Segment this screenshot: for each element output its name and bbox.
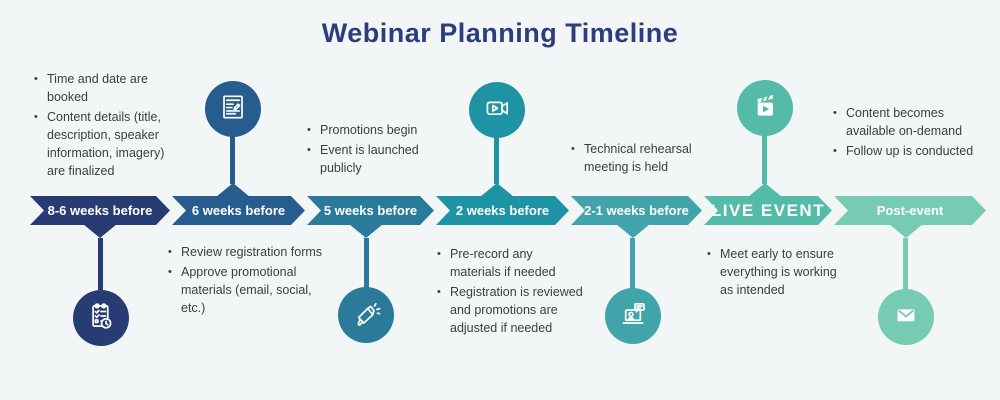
clapperboard-icon bbox=[747, 88, 783, 129]
note-item: Follow up is conducted bbox=[832, 142, 994, 160]
milestone-icon-circle bbox=[469, 82, 525, 138]
note-item: Event is launched publicly bbox=[306, 141, 448, 177]
connector-triangle bbox=[349, 224, 383, 238]
connector-triangle bbox=[83, 224, 117, 238]
megaphone-icon bbox=[348, 295, 384, 336]
segment-2-weeks-before: 2 weeks before bbox=[436, 196, 569, 225]
connector-stem bbox=[494, 136, 499, 184]
connector-triangle bbox=[889, 224, 923, 238]
page-title: Webinar Planning Timeline bbox=[321, 18, 679, 48]
envelope-icon bbox=[888, 297, 924, 338]
connector-stem bbox=[230, 135, 235, 184]
notes-post-event: Content becomes available on-demand Foll… bbox=[832, 104, 994, 162]
laptop-webinar-icon bbox=[615, 296, 651, 337]
note-item: Registration is reviewed and promotions … bbox=[436, 283, 586, 337]
milestone-icon-circle bbox=[205, 81, 261, 137]
video-camera-icon bbox=[479, 90, 515, 131]
connector-stem bbox=[364, 238, 369, 288]
segment-5-weeks-before: 5 weeks before bbox=[307, 196, 434, 225]
segment-6-weeks-before: 6 weeks before bbox=[172, 196, 305, 225]
connector-stem bbox=[903, 238, 908, 290]
notes-8-6-weeks-before: Time and date are booked Content details… bbox=[33, 70, 185, 182]
note-item: Content becomes available on-demand bbox=[832, 104, 994, 140]
registration-form-icon bbox=[215, 89, 251, 130]
notes-5-weeks-before: Promotions begin Event is launched publi… bbox=[306, 121, 448, 179]
connector-triangle bbox=[616, 224, 650, 238]
segment-2-1-weeks-before: 2-1 weeks before bbox=[571, 196, 702, 225]
note-item: Content details (title, description, spe… bbox=[33, 108, 185, 180]
milestone-icon-circle bbox=[73, 290, 129, 346]
milestone-icon-circle bbox=[338, 287, 394, 343]
segment-live-event: LIVE EVENT bbox=[704, 196, 832, 225]
milestone-icon-circle bbox=[737, 80, 793, 136]
note-item: Review registration forms bbox=[167, 243, 325, 261]
connector-stem bbox=[98, 238, 103, 290]
connector-stem bbox=[630, 238, 635, 289]
connector-stem bbox=[762, 134, 767, 184]
milestone-icon-circle bbox=[878, 289, 934, 345]
note-item: Approve promotional materials (email, so… bbox=[167, 263, 325, 317]
checklist-clock-icon bbox=[83, 298, 119, 339]
notes-6-weeks-before: Review registration forms Approve promot… bbox=[167, 243, 325, 319]
connector-triangle bbox=[480, 183, 514, 197]
segment-8-6-weeks-before: 8-6 weeks before bbox=[30, 196, 170, 225]
note-item: Time and date are booked bbox=[33, 70, 185, 106]
note-item: Technical rehearsal meeting is held bbox=[570, 140, 722, 176]
note-item: Meet early to ensure everything is worki… bbox=[706, 245, 846, 299]
connector-triangle bbox=[748, 183, 782, 197]
notes-2-1-weeks-before: Technical rehearsal meeting is held bbox=[570, 140, 722, 178]
notes-2-weeks-before: Pre-record any materials if needed Regis… bbox=[436, 245, 586, 339]
notes-live-event: Meet early to ensure everything is worki… bbox=[706, 245, 846, 301]
connector-triangle bbox=[216, 183, 250, 197]
note-item: Promotions begin bbox=[306, 121, 448, 139]
segment-post-event: Post-event bbox=[834, 196, 986, 225]
note-item: Pre-record any materials if needed bbox=[436, 245, 586, 281]
milestone-icon-circle bbox=[605, 288, 661, 344]
